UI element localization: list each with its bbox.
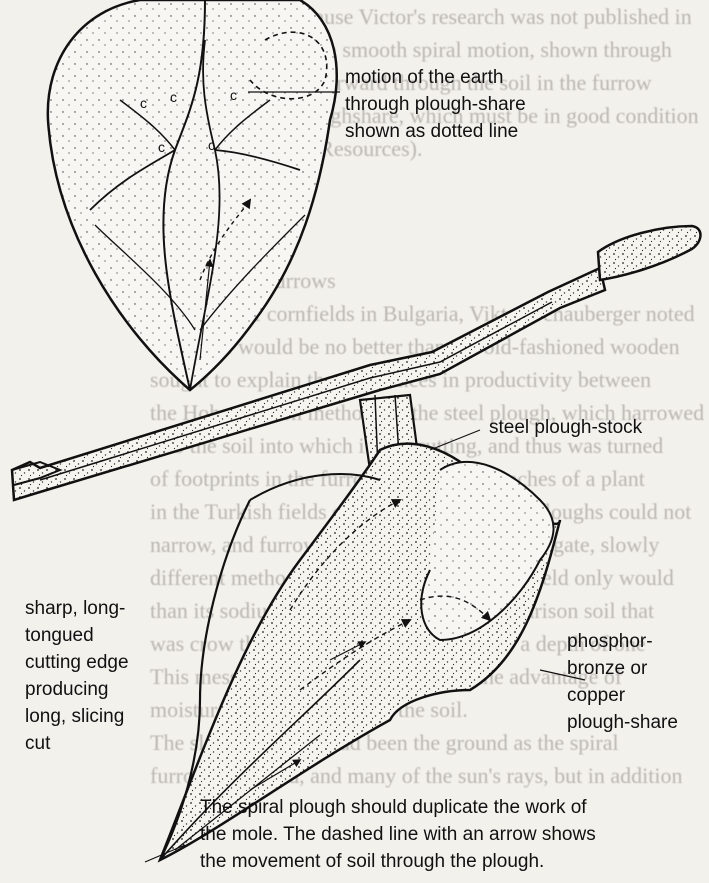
figure-caption: The spiral plough should duplicate the w… xyxy=(200,794,596,875)
svg-text:c: c xyxy=(170,89,177,105)
top-ploughshare-view: c c c c c xyxy=(48,0,337,390)
label-cutting-edge: sharp, long- tongued cutting edge produc… xyxy=(25,595,129,757)
top-share-outline xyxy=(48,0,337,390)
svg-text:c: c xyxy=(140,95,147,111)
svg-text:c: c xyxy=(230,87,237,103)
label-plough-share: phosphor- bronze or copper plough-share xyxy=(567,628,678,736)
svg-text:c: c xyxy=(158,139,165,155)
label-motion-of-earth: motion of the earth through plough-share… xyxy=(345,64,526,145)
svg-text:c: c xyxy=(208,137,215,153)
label-plough-stock: steel plough-stock xyxy=(489,414,642,441)
